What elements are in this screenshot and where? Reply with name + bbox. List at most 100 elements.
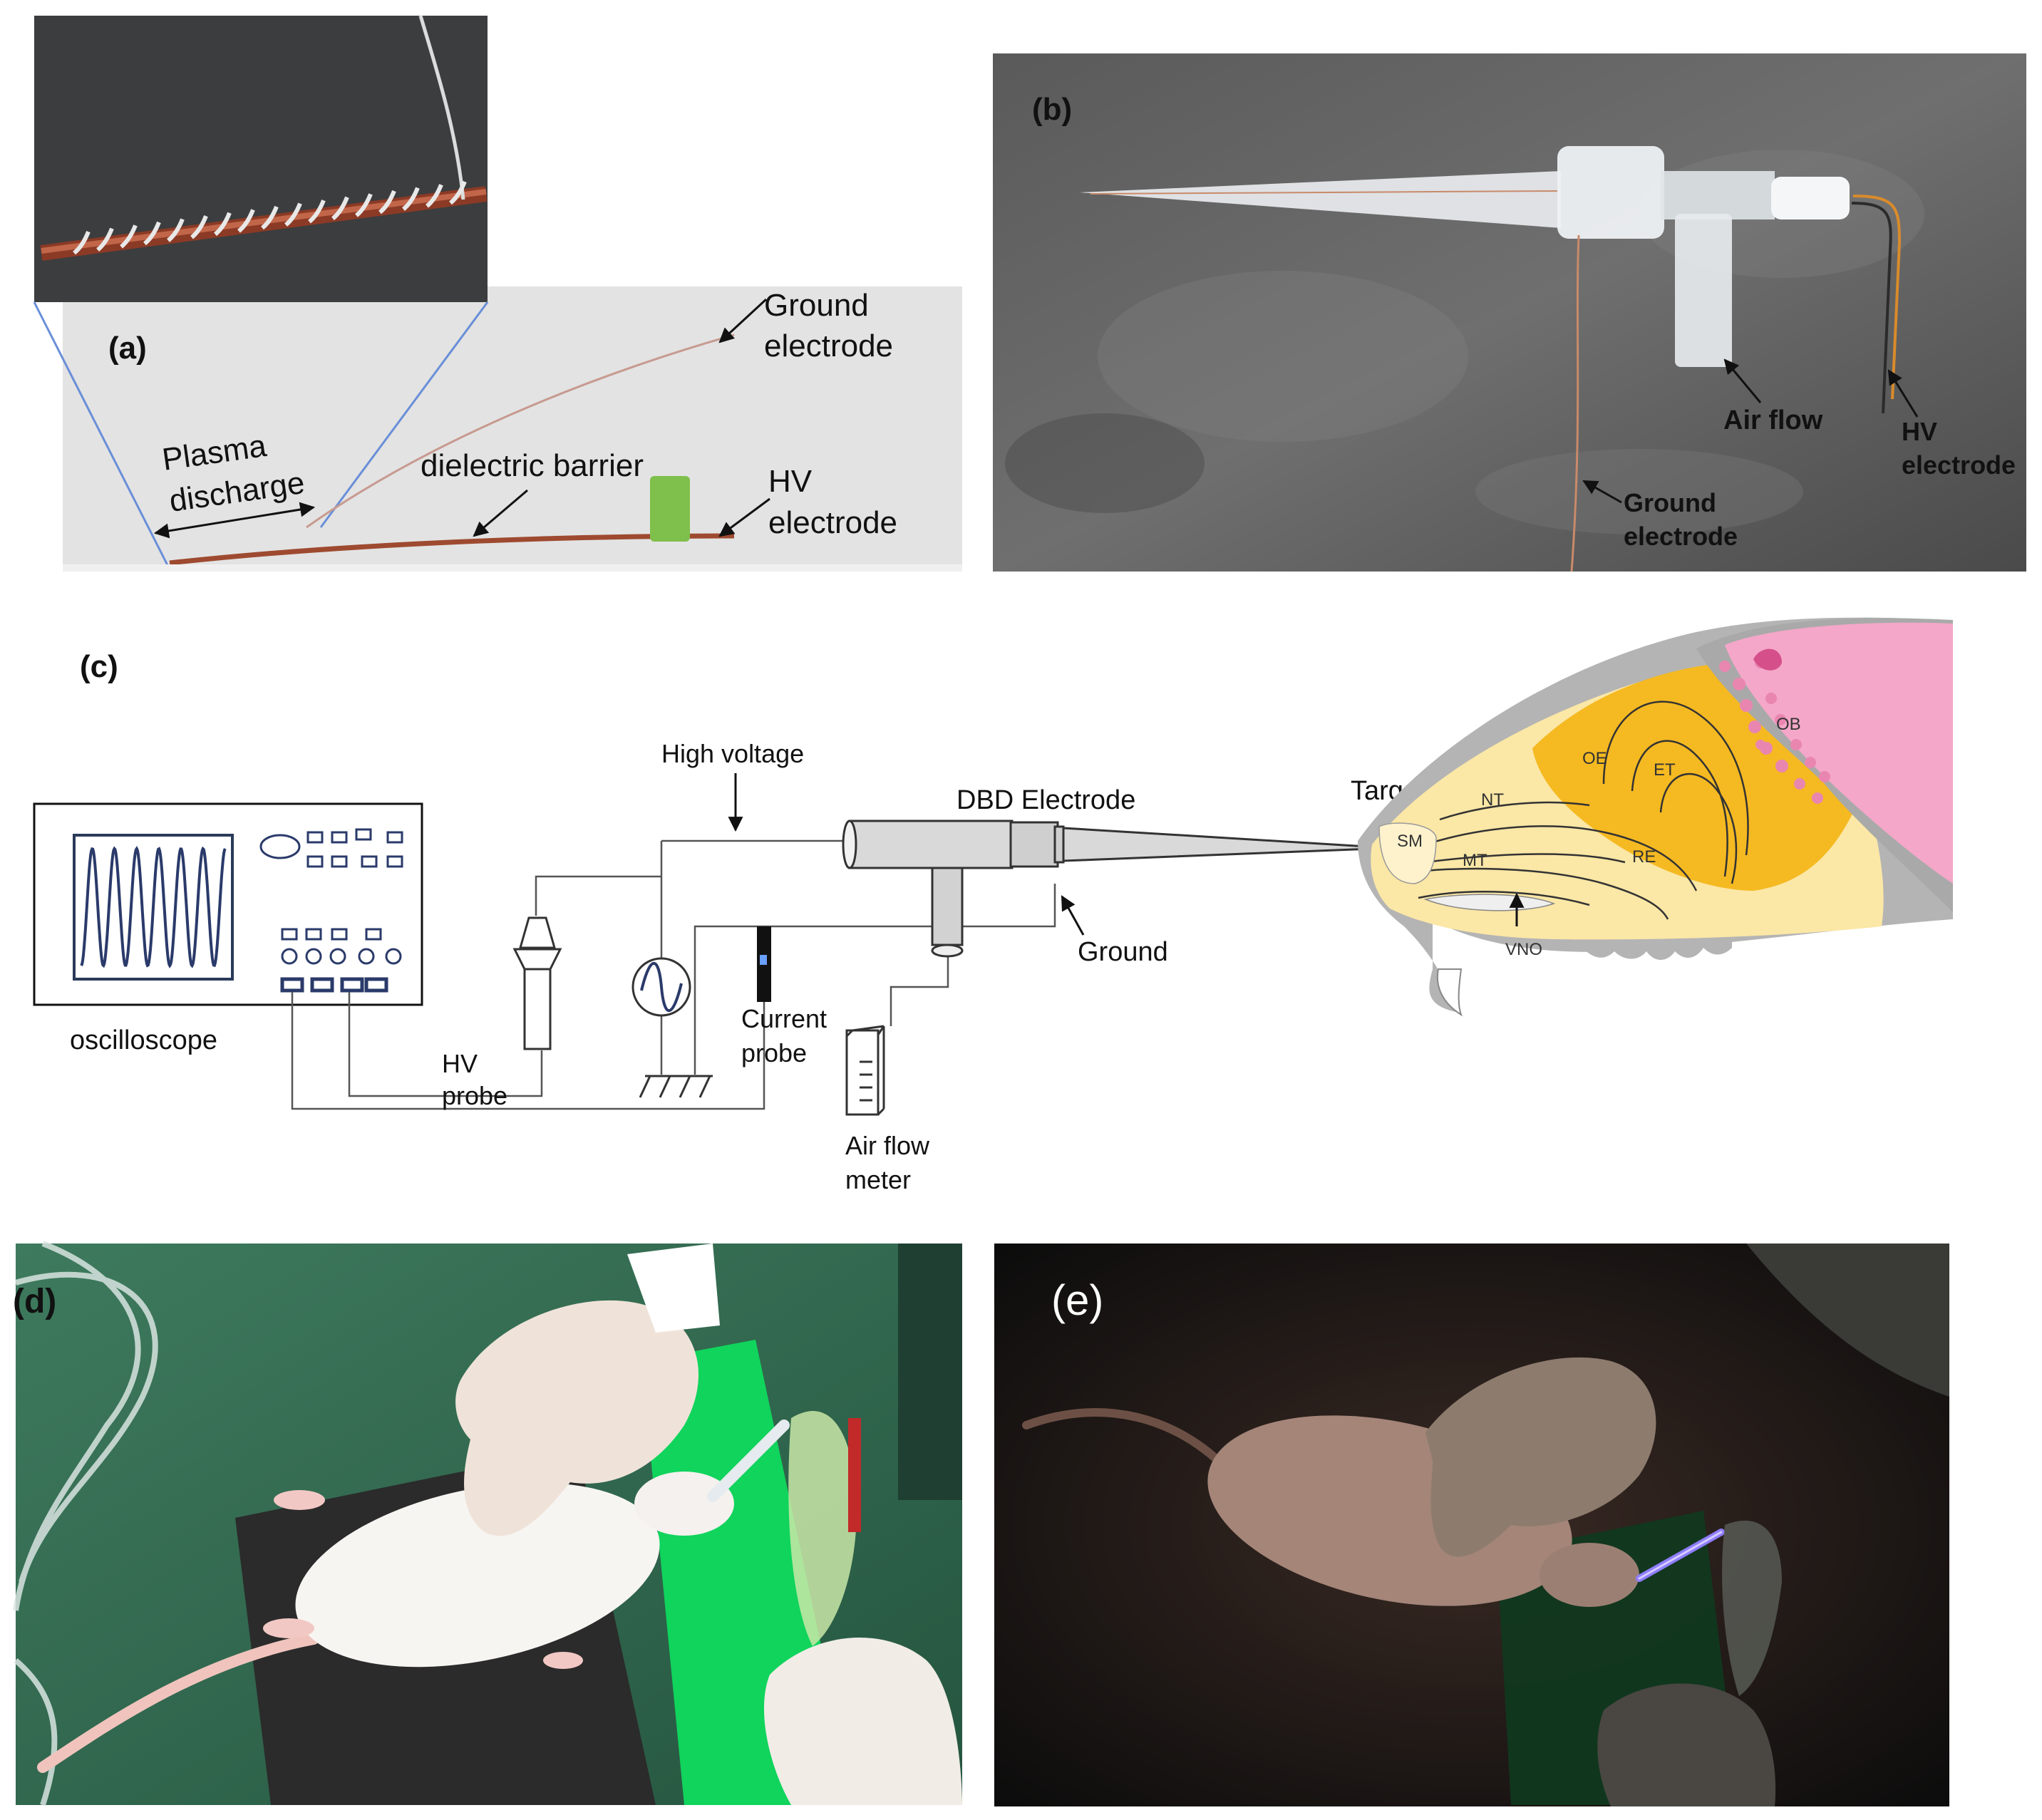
electrode-holder bbox=[788, 1411, 857, 1646]
rat-head-dark bbox=[1540, 1543, 1639, 1607]
label-oscilloscope: oscilloscope bbox=[70, 1025, 217, 1055]
label-b-ground-1: Ground bbox=[1624, 488, 1716, 517]
coil-turn bbox=[190, 215, 208, 239]
arrow-hv bbox=[718, 497, 770, 537]
hv-probe bbox=[512, 916, 562, 1050]
dbd-device-photo bbox=[1080, 146, 1902, 572]
arrow-plasma bbox=[153, 502, 316, 539]
coil-turn bbox=[378, 190, 396, 214]
coil-turn bbox=[167, 218, 185, 242]
coil-turn bbox=[73, 230, 91, 255]
coil-turn bbox=[143, 221, 161, 246]
coil-turn bbox=[214, 212, 232, 237]
coil-turn bbox=[355, 193, 373, 217]
coil-turn bbox=[237, 209, 255, 233]
label-air-flow-meter-2: meter bbox=[845, 1165, 911, 1194]
label-b-hv-1: HV bbox=[1902, 417, 1937, 446]
dbd-electrode bbox=[842, 819, 1392, 958]
label-oe: OE bbox=[1582, 749, 1607, 768]
label-high-voltage: High voltage bbox=[661, 739, 804, 768]
electrode-holder-dark bbox=[1722, 1520, 1782, 1696]
label-hv-electrode-2: electrode bbox=[768, 505, 897, 540]
label-dbd-electrode: DBD Electrode bbox=[956, 785, 1135, 815]
ruler bbox=[63, 564, 962, 572]
rat-head-anatomy: OB OE ET NT SM MT RE VNO bbox=[1358, 617, 1953, 1017]
label-b-ground-2: electrode bbox=[1624, 522, 1738, 551]
coil-turn bbox=[120, 224, 138, 249]
tubing bbox=[13, 1241, 158, 1806]
label-et: ET bbox=[1654, 760, 1676, 780]
label-hv-probe-2: probe bbox=[442, 1081, 507, 1110]
coil-turn bbox=[96, 227, 114, 252]
coil-turn bbox=[449, 180, 467, 205]
gloved-hand-top bbox=[455, 1244, 720, 1536]
sleeve-area bbox=[898, 1244, 962, 1500]
panel-a-tag: (a) bbox=[108, 331, 147, 366]
gloved-hand-dark bbox=[1425, 1357, 1656, 1557]
panel-c-tag: (c) bbox=[80, 649, 118, 684]
hv-wire bbox=[169, 533, 735, 566]
panel-e-tag: (e) bbox=[1051, 1276, 1103, 1324]
oscilloscope bbox=[33, 802, 423, 1006]
panel-c: (c) oscilloscope bbox=[33, 617, 1953, 1194]
panel-b-photo bbox=[993, 53, 2026, 572]
green-tape bbox=[650, 476, 690, 542]
arrow-ground bbox=[718, 298, 768, 343]
label-nt: NT bbox=[1481, 790, 1504, 810]
label-ground-electrode-2: electrode bbox=[764, 329, 893, 363]
label-mt: MT bbox=[1463, 851, 1487, 870]
olfactory-bulb-dots bbox=[1719, 657, 1830, 804]
sleeve-dark bbox=[1746, 1244, 1949, 1397]
label-ground-electrode-1: Ground bbox=[764, 288, 869, 323]
current-probe bbox=[757, 926, 771, 1002]
label-current-probe-1: Current bbox=[741, 1004, 827, 1033]
panel-e: (e) bbox=[994, 1244, 1949, 1806]
coil-turn bbox=[402, 187, 420, 211]
label-air-flow: Air flow bbox=[1723, 405, 1823, 435]
label-air-flow-meter-1: Air flow bbox=[845, 1131, 930, 1160]
inset-coil-turns bbox=[73, 180, 467, 255]
turbinate-lines bbox=[1418, 700, 1749, 920]
coil-turn bbox=[308, 200, 326, 224]
panel-b: (b) Air flow HV electrode Ground electro… bbox=[993, 53, 2026, 572]
panel-d-tag: (d) bbox=[13, 1283, 56, 1320]
gloved-hand-bottom-dark bbox=[1597, 1683, 1776, 1806]
coil-turn bbox=[426, 184, 443, 208]
ac-source bbox=[631, 957, 691, 1017]
panel-a: (a) Ground electrode Plasma discharge di… bbox=[33, 15, 962, 572]
label-re: RE bbox=[1632, 847, 1656, 867]
rat-tail-dark bbox=[1022, 1408, 1230, 1472]
ground-wire bbox=[306, 334, 735, 529]
coil-turn bbox=[331, 196, 349, 221]
arrow-air-flow bbox=[1723, 358, 1762, 403]
label-hv-probe-1: HV bbox=[442, 1049, 478, 1078]
coil-turn bbox=[284, 202, 302, 227]
coil-turn bbox=[261, 205, 279, 230]
zoom-line-left bbox=[33, 301, 170, 567]
label-hv-electrode-1: HV bbox=[768, 464, 813, 499]
label-sm: SM bbox=[1397, 832, 1423, 851]
rat-body bbox=[295, 1482, 660, 1668]
rat-tail bbox=[37, 1633, 319, 1773]
arrow-dielectric bbox=[473, 489, 528, 537]
ground-symbol bbox=[639, 1075, 713, 1098]
label-ground: Ground bbox=[1078, 937, 1168, 967]
arrow-ground-c bbox=[1061, 895, 1085, 936]
arrow-b-hv bbox=[1887, 369, 1919, 418]
label-ob: OB bbox=[1776, 715, 1801, 734]
panel-b-tag: (b) bbox=[1032, 92, 1072, 127]
label-b-hv-2: electrode bbox=[1902, 450, 2016, 480]
air-flow-meter bbox=[845, 1025, 885, 1116]
label-dielectric-barrier: dielectric barrier bbox=[421, 448, 644, 483]
electrode-nozzle bbox=[707, 1420, 790, 1502]
label-vno: VNO bbox=[1505, 940, 1542, 959]
arrow-b-ground bbox=[1582, 480, 1622, 504]
label-current-probe-2: probe bbox=[741, 1038, 807, 1067]
zoom-line-right bbox=[319, 301, 489, 528]
rat-paws bbox=[263, 1490, 583, 1669]
rat-head bbox=[634, 1472, 734, 1536]
panel-a-inset bbox=[34, 16, 488, 302]
red-wire bbox=[848, 1418, 861, 1532]
gloved-hand-bottom bbox=[763, 1637, 962, 1805]
